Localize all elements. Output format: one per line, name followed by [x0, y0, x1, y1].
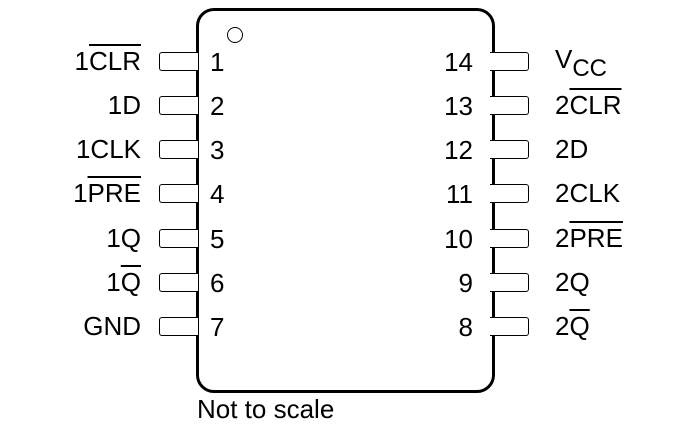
pin-number-3: 3	[210, 135, 225, 165]
pin-5-lead	[159, 229, 198, 248]
pin-label-vcc: VCC	[555, 44, 608, 82]
pin-1-lead	[159, 52, 198, 71]
pin-11-lead	[490, 184, 529, 203]
pin-3-lead	[159, 140, 198, 159]
not-to-scale-note: Not to scale	[197, 394, 335, 424]
pin-label-2d: 2D	[555, 134, 589, 164]
pin-number-6: 6	[210, 268, 225, 298]
pin-label-1clk: 1CLK	[75, 134, 141, 164]
pin-2-lead	[159, 96, 198, 115]
pin-label-2clr-n: 2CLR	[555, 90, 622, 120]
ic-package-body	[196, 8, 495, 393]
pin-label-2q: 2Q	[555, 267, 590, 297]
pin-number-1: 1	[210, 47, 225, 77]
pin-label-1d: 1D	[107, 90, 141, 120]
pin-number-10: 10	[444, 224, 473, 254]
pin-number-12: 12	[444, 135, 473, 165]
pin-8-lead	[490, 317, 529, 336]
pin-number-7: 7	[210, 312, 225, 342]
pin-9-lead	[490, 273, 529, 292]
pin-label-1pre-n: 1PRE	[73, 178, 141, 208]
pin-label-1q-n: 1Q	[106, 267, 141, 297]
pin-number-5: 5	[210, 224, 225, 254]
pin-number-9: 9	[458, 268, 473, 298]
pin-number-11: 11	[446, 179, 473, 209]
pin-6-lead	[159, 273, 198, 292]
pin1-orientation-marker	[227, 27, 243, 43]
pin-label-2clk: 2CLK	[555, 178, 621, 208]
pin-10-lead	[490, 229, 529, 248]
pin-14-lead	[490, 52, 529, 71]
pin-number-14: 14	[444, 47, 473, 77]
pin-number-13: 13	[444, 91, 473, 121]
pin-label-2q-n: 2Q	[555, 311, 590, 341]
pin-12-lead	[490, 140, 529, 159]
pin-number-2: 2	[210, 91, 225, 121]
pin-label-1q: 1Q	[106, 223, 141, 253]
pin-7-lead	[159, 317, 198, 336]
pin-4-lead	[159, 184, 198, 203]
pin-number-4: 4	[210, 179, 225, 209]
pin-number-8: 8	[458, 312, 473, 342]
pin-label-gnd: GND	[83, 311, 141, 341]
pin-label-2pre-n: 2PRE	[555, 223, 623, 253]
pin-13-lead	[490, 96, 529, 115]
pin-label-1clr-n: 1CLR	[74, 46, 141, 76]
